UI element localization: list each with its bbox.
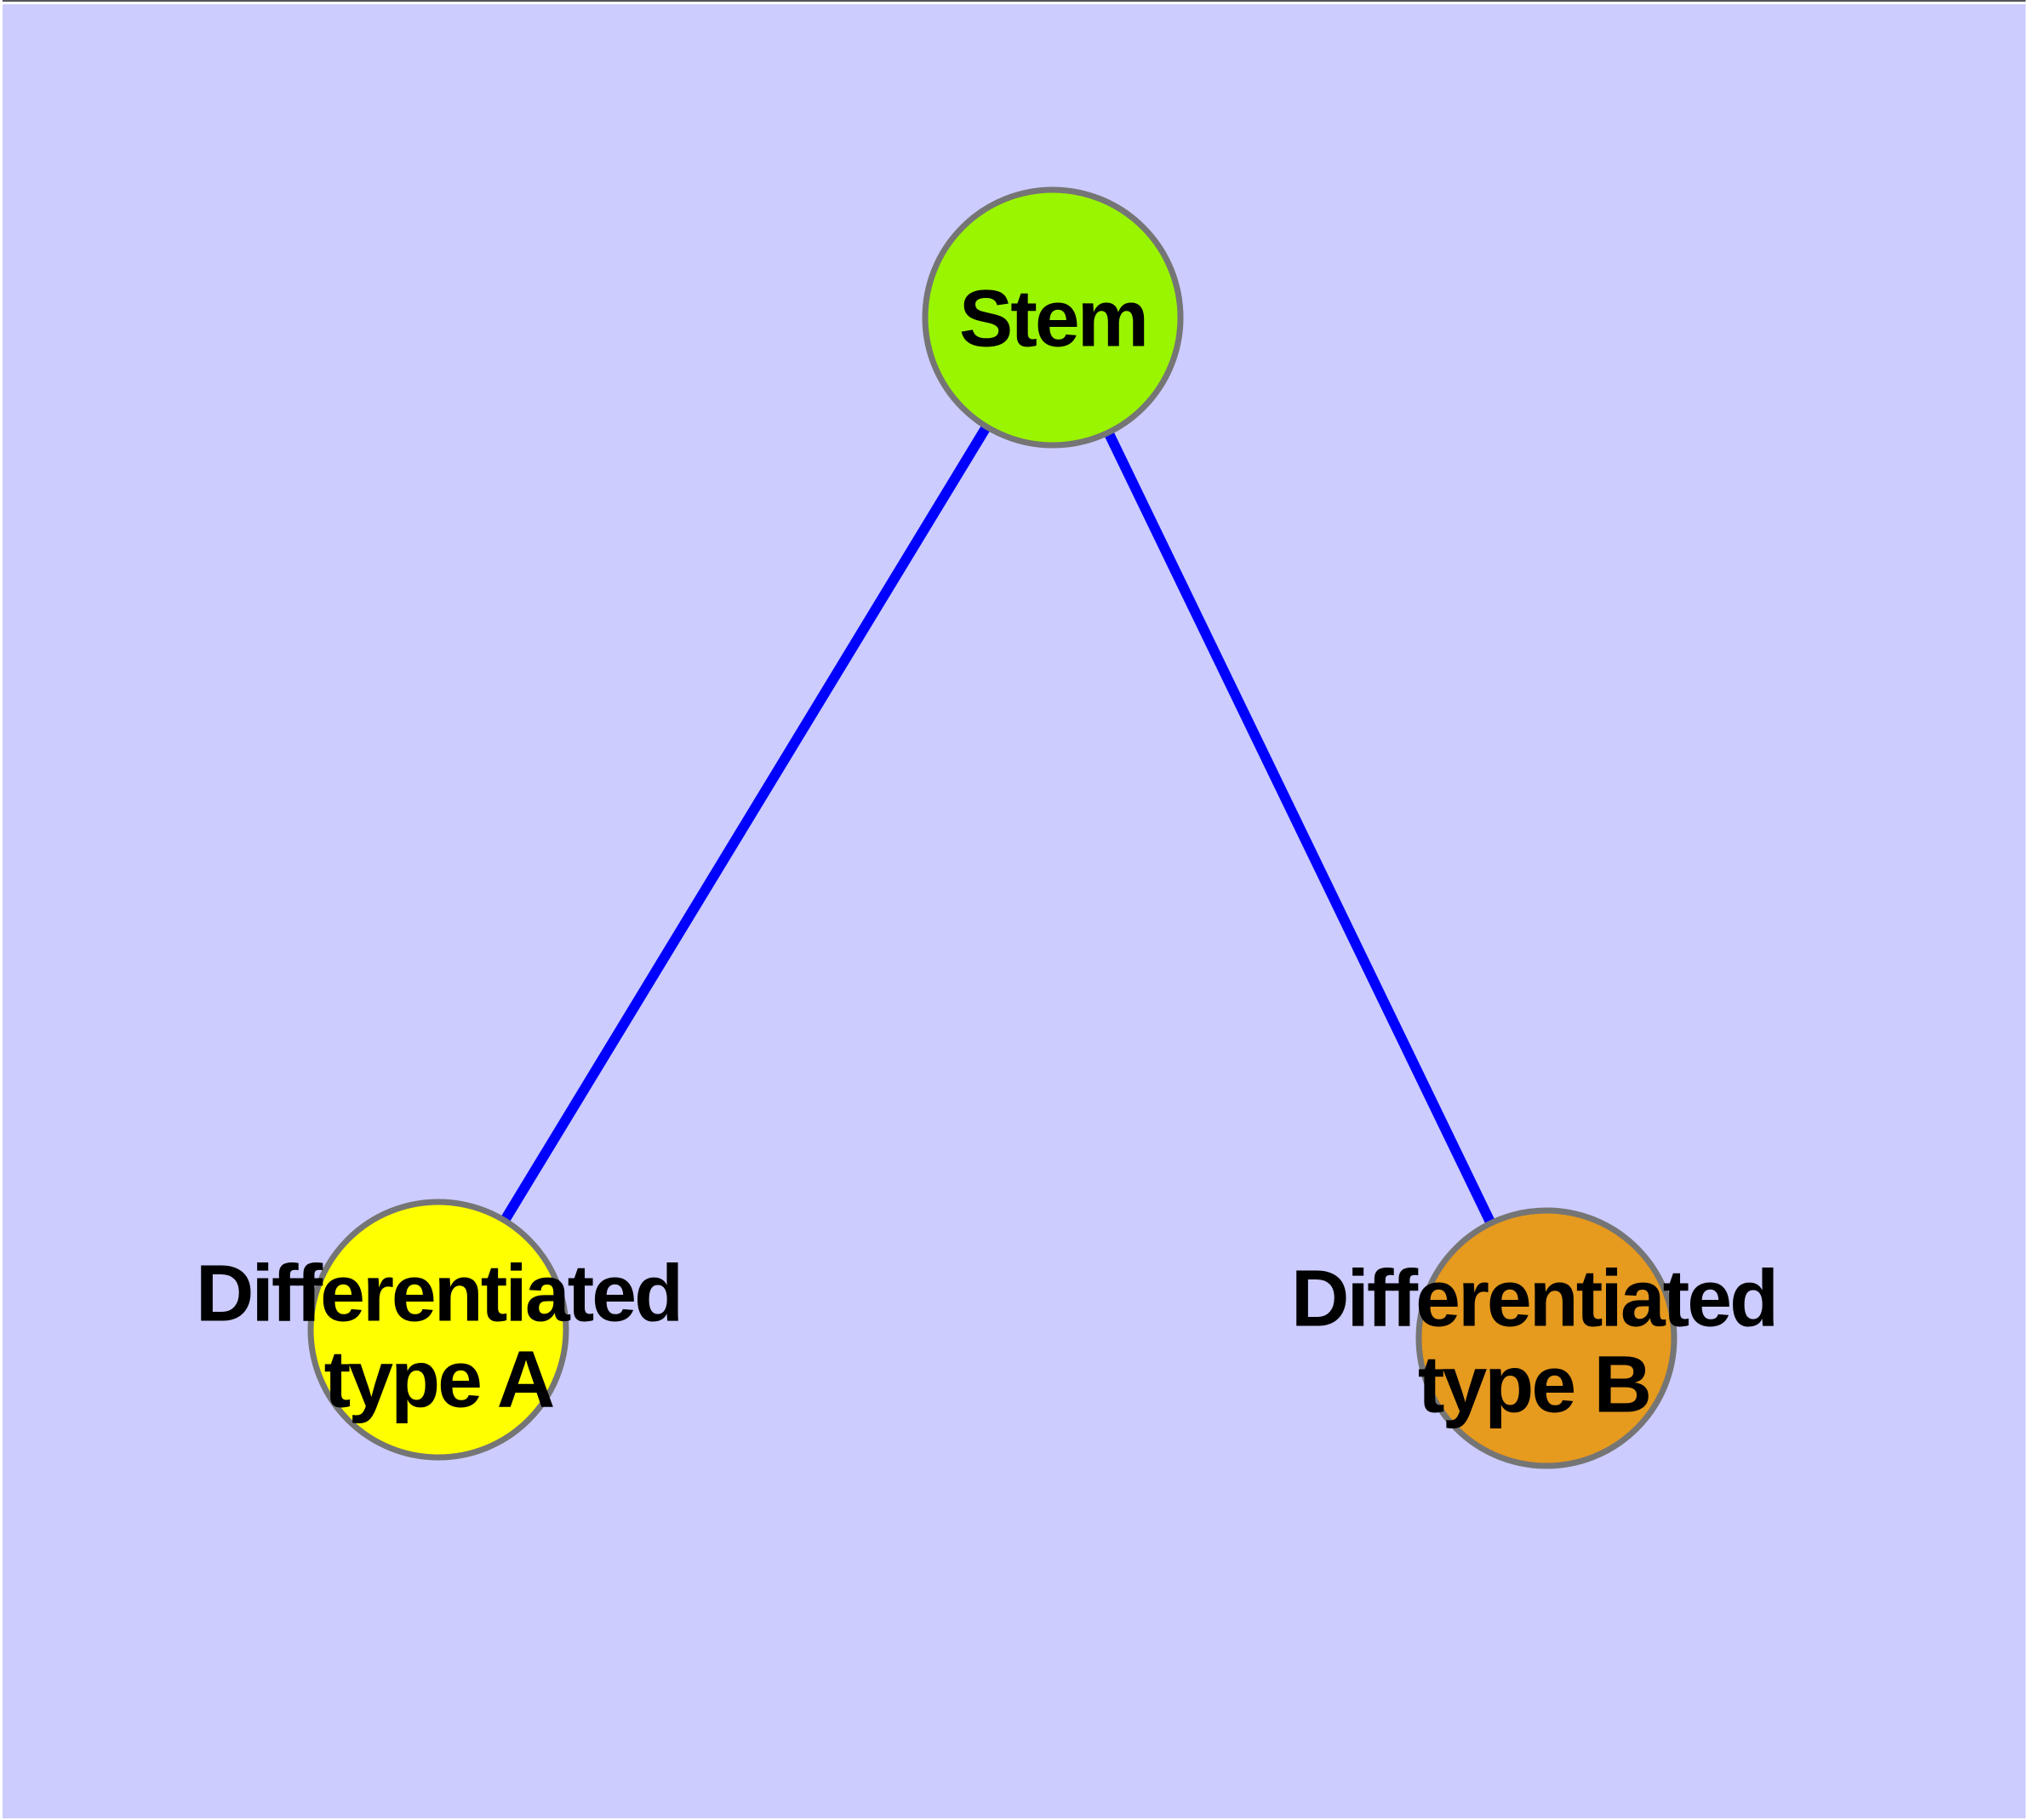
edge-stem-to-type-b: [1048, 315, 1552, 1341]
node-differentiated-type-a-label: Differentiated type A: [195, 1248, 683, 1424]
window-edge-bottom: [0, 1818, 2029, 1820]
window-edge-right: [2026, 0, 2029, 1820]
window-edge-left: [0, 0, 3, 1820]
node-stem-label-line: Stem: [958, 273, 1149, 364]
node-differentiated-type-a-label-line-1: Differentiated: [195, 1248, 683, 1339]
node-differentiated-type-b-label: Differentiated type B: [1290, 1253, 1779, 1429]
edge-stem-to-type-a: [433, 314, 1058, 1333]
node-differentiated-type-b-circle: [1415, 1207, 1677, 1469]
node-differentiated-type-a-circle: [307, 1199, 569, 1461]
node-differentiated-type-b-label-line-2: type B: [1417, 1339, 1652, 1429]
window-edge-top-line: [0, 0, 2029, 2]
window-edge-top-margin: [0, 2, 2029, 4]
node-stem-circle: [922, 186, 1184, 449]
node-stem-label: Stem: [958, 273, 1149, 364]
node-differentiated-type-b-label-line-1: Differentiated: [1290, 1253, 1779, 1344]
node-differentiated-type-a-label-line-2: type A: [323, 1334, 556, 1424]
